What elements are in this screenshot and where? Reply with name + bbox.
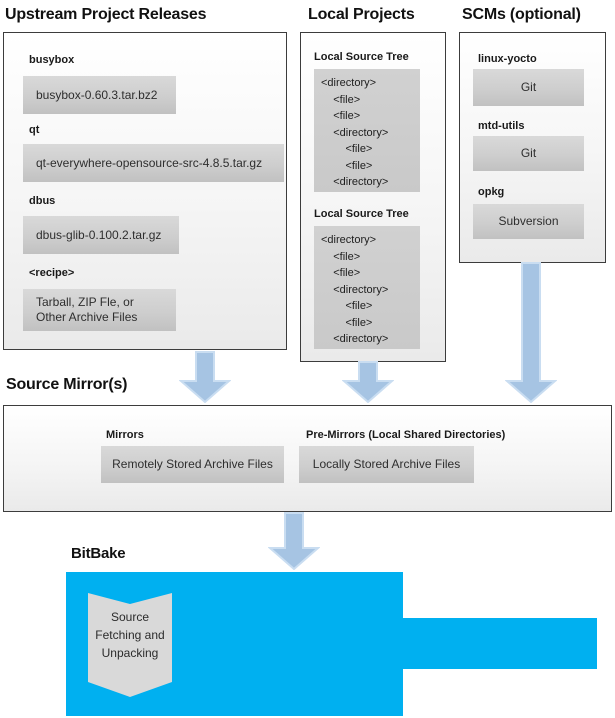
arrow-local-to-mirrors-icon [342,361,394,403]
arrow-upstream-to-mirrors-icon [179,351,231,403]
upstream-item-file: Tarball, ZIP Fle, or Other Archive Files [23,289,176,331]
mirrors-label: Mirrors [106,429,144,441]
source-fetching-label: Source Fetching and Unpacking [95,610,165,660]
scm-type: Git [473,69,584,106]
scm-type: Git [473,136,584,171]
local-projects-title: Local Projects [308,6,415,23]
local-projects-box: Local Source Tree <directory> <file> <fi… [300,32,446,362]
upstream-item-label: busybox [29,54,75,66]
scm-type: Subversion [473,204,584,239]
upstream-box: busybox busybox-0.60.3.tar.bz2 qt qt-eve… [3,32,287,350]
bitbake-title: BitBake [71,545,126,562]
local-source-tree-label: Local Source Tree [314,208,409,220]
local-source-tree: <directory> <file> <file> <directory> <f… [314,69,420,192]
scm-item-label: mtd-utils [478,120,525,132]
upstream-item-label: qt [29,124,40,136]
upstream-item-file: qt-everywhere-opensource-src-4.8.5.tar.g… [23,144,284,182]
arrow-mirrors-to-bitbake-icon [268,512,320,570]
scm-item-label: linux-yocto [478,53,537,65]
bitbake-output-bar [403,618,597,669]
upstream-item-file: dbus-glib-0.100.2.tar.gz [23,216,179,254]
mirrors-value: Remotely Stored Archive Files [101,446,284,483]
upstream-item-label: <recipe> [29,267,75,279]
upstream-item-file: busybox-0.60.3.tar.bz2 [23,76,176,114]
pre-mirrors-label: Pre-Mirrors (Local Shared Directories) [306,429,506,441]
local-source-tree: <directory> <file> <file> <directory> <f… [314,226,420,349]
upstream-title: Upstream Project Releases [5,6,207,23]
pre-mirrors-value: Locally Stored Archive Files [299,446,474,483]
source-mirrors-box: Mirrors Remotely Stored Archive Files Pr… [3,405,612,512]
source-mirrors-title: Source Mirror(s) [6,376,128,393]
local-source-tree-label: Local Source Tree [314,51,409,63]
arrow-scms-to-mirrors-icon [505,262,557,403]
source-fetching-ribbon: Source Fetching and Unpacking [88,593,172,697]
upstream-item-label: dbus [29,195,56,207]
scms-box: linux-yocto Git mtd-utils Git opkg Subve… [459,32,606,263]
scm-item-label: opkg [478,186,505,198]
scms-title: SCMs (optional) [462,6,581,23]
